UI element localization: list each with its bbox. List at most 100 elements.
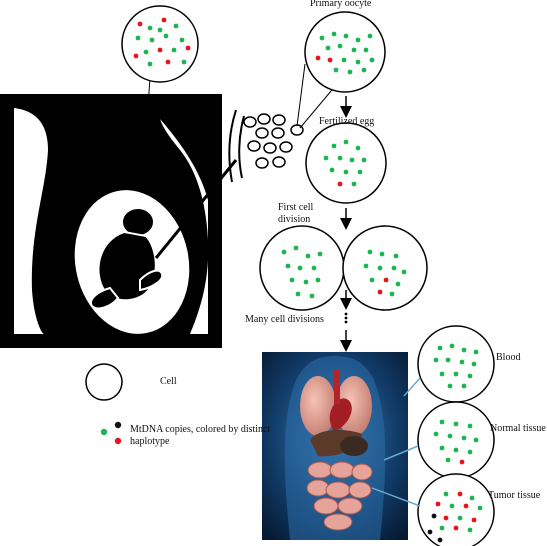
mtdna-dot bbox=[473, 437, 479, 443]
mtdna-dot bbox=[319, 35, 325, 41]
mtdna-dot bbox=[453, 421, 459, 427]
maternal-cell bbox=[121, 5, 199, 83]
mtdna-dot bbox=[135, 35, 141, 41]
label-tumor-tissue: Tumor tissue bbox=[488, 490, 541, 501]
mtdna-dot bbox=[437, 537, 443, 543]
mtdna-dots bbox=[281, 245, 323, 299]
mtdna-dot bbox=[467, 423, 473, 429]
mtdna-dot bbox=[391, 265, 397, 271]
mtdna-dot bbox=[337, 181, 343, 187]
mtdna-dot bbox=[181, 59, 187, 65]
mtdna-dot bbox=[367, 249, 373, 255]
mtdna-dot bbox=[457, 491, 463, 497]
legend-cell-label: Cell bbox=[160, 376, 177, 387]
mtdna-dot bbox=[327, 57, 333, 63]
mtdna-dot bbox=[331, 143, 337, 149]
mtdna-dot bbox=[363, 47, 369, 53]
mtdna-dots bbox=[433, 419, 479, 465]
mtdna-dot bbox=[445, 457, 451, 463]
mtdna-dot bbox=[443, 491, 449, 497]
mtdna-dot bbox=[433, 357, 439, 363]
mtdna-dot bbox=[437, 345, 443, 351]
mtdna-dot bbox=[355, 37, 361, 43]
pointer-line bbox=[403, 377, 421, 397]
zoom-line bbox=[296, 63, 306, 127]
mtdna-dot bbox=[355, 59, 361, 65]
label-fertilized-egg: Fertilized egg bbox=[319, 116, 375, 127]
mtdna-dot bbox=[185, 45, 191, 51]
pregnancy-icon bbox=[0, 94, 245, 348]
label-primary-oocyte: Primary oocyte bbox=[310, 0, 372, 9]
mtdna-dot bbox=[449, 503, 455, 509]
mtdna-dot bbox=[459, 459, 465, 465]
mtdna-dot bbox=[331, 31, 337, 37]
mtdna-dot bbox=[379, 251, 385, 257]
mtdna-dot bbox=[323, 155, 329, 161]
mtdna-dot bbox=[343, 33, 349, 39]
mtdna-dot bbox=[337, 155, 343, 161]
mtdna-dot bbox=[431, 513, 437, 519]
fertilized-egg-cell bbox=[305, 122, 387, 204]
mtdna-dot bbox=[463, 503, 469, 509]
mtdna-dot bbox=[357, 169, 363, 175]
mtdna-dot bbox=[165, 59, 171, 65]
mtdna-dot bbox=[439, 525, 445, 531]
mtdna-dot bbox=[471, 517, 477, 523]
mtdna-dot bbox=[439, 419, 445, 425]
mtdna-dots bbox=[323, 139, 367, 187]
mtdna-dot bbox=[349, 157, 355, 163]
fetus-icon bbox=[90, 207, 164, 310]
mtdna-dot bbox=[363, 263, 369, 269]
oocyte-cluster bbox=[243, 113, 304, 169]
mtdna-dot bbox=[297, 265, 303, 271]
blood-cell bbox=[417, 325, 495, 403]
mtdna-dot bbox=[377, 265, 383, 271]
mtdna-dot bbox=[157, 47, 163, 53]
legend-mtdna-label: MtDNA copies, colored by distinct haplot… bbox=[130, 424, 271, 447]
mtdna-dot bbox=[293, 245, 299, 251]
mtdna-dot bbox=[459, 359, 465, 365]
mtdna-dot bbox=[457, 515, 463, 521]
mtdna-dot bbox=[395, 281, 401, 287]
mtdna-dot bbox=[467, 373, 473, 379]
mtdna-dot bbox=[343, 139, 349, 145]
label-many-cell-divisions: Many cell divisions bbox=[245, 314, 324, 325]
mtdna-dot bbox=[453, 525, 459, 531]
tumor-tissue-cell bbox=[417, 473, 495, 546]
mtdna-dots bbox=[315, 31, 375, 75]
mtdna-dot bbox=[471, 361, 477, 367]
mtdna-dot bbox=[329, 167, 335, 173]
mtdna-dot bbox=[337, 43, 343, 49]
mtdna-dot bbox=[355, 145, 361, 151]
mtdna-dot bbox=[161, 17, 167, 23]
mtdna-dot bbox=[445, 357, 451, 363]
mtdna-dot bbox=[147, 61, 153, 67]
mtdna-dot bbox=[311, 265, 317, 271]
label-normal-tissue: Normal tissue bbox=[490, 423, 546, 434]
mtdna-dot bbox=[477, 505, 483, 511]
mtdna-dot bbox=[343, 169, 349, 175]
mtdna-dot bbox=[473, 349, 479, 355]
mtdna-dot bbox=[467, 527, 473, 533]
label-blood: Blood bbox=[496, 352, 521, 363]
mtdna-dot bbox=[461, 435, 467, 441]
mtdna-dot bbox=[389, 291, 395, 297]
mtdna-dot bbox=[361, 157, 367, 163]
mtdna-dot bbox=[401, 269, 407, 275]
mtdna-dot bbox=[315, 55, 321, 61]
mtdna-dot bbox=[449, 343, 455, 349]
legend-red-dot bbox=[114, 437, 122, 445]
mtdna-dot bbox=[147, 25, 153, 31]
label-first-cell-division: First cell division bbox=[278, 202, 314, 225]
mtdna-dot bbox=[461, 347, 467, 353]
legend-black-dot bbox=[114, 421, 122, 429]
legend-cell-icon bbox=[85, 363, 123, 401]
ellipsis-dots bbox=[344, 312, 348, 324]
anatomy-icon bbox=[262, 352, 408, 540]
mtdna-dot bbox=[447, 383, 453, 389]
primary-oocyte-cell bbox=[304, 11, 386, 93]
mtdna-dot bbox=[317, 251, 323, 257]
mtdna-dot bbox=[461, 383, 467, 389]
mtdna-dot bbox=[351, 47, 357, 53]
